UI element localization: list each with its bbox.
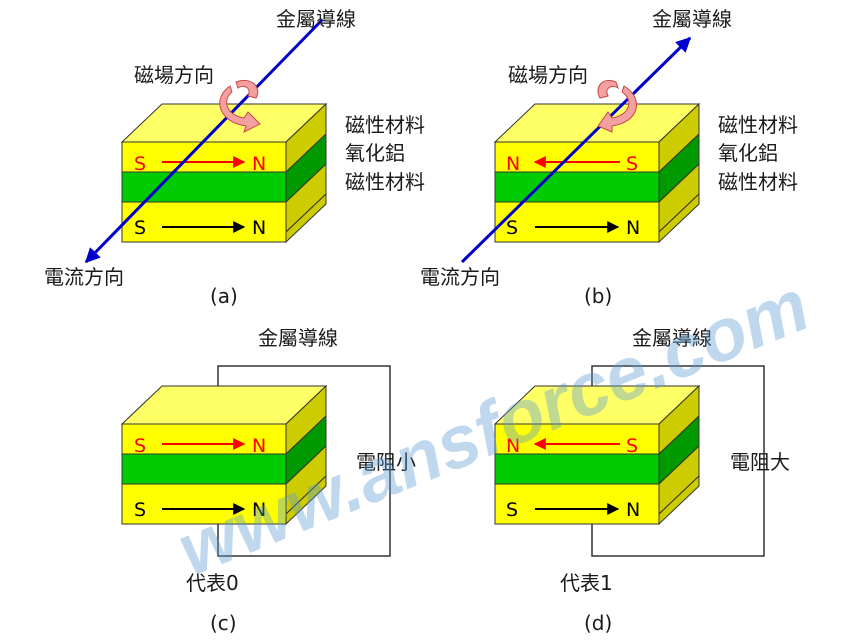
panel-c: S N S N 金屬導線 電阻小 代表0 (c) [121, 326, 416, 635]
top-right-pole: S [626, 435, 638, 457]
top-right-pole: N [252, 153, 266, 175]
field-direction-label: 磁場方向 [508, 63, 588, 87]
current-direction-label: 電流方向 [420, 265, 500, 289]
metal-wire [460, 36, 692, 264]
represents-label: 代表1 [560, 571, 613, 595]
layer-label-bottom: 磁性材料 [345, 170, 425, 194]
bottom-left-pole: S [134, 217, 146, 239]
field-direction-label: 磁場方向 [134, 63, 214, 87]
layer-stack-block [121, 103, 327, 243]
layer-label-middle: 氧化鋁 [345, 141, 405, 165]
layer-stack-block [494, 103, 700, 243]
top-left-pole: S [134, 153, 146, 175]
circuit-wire [217, 365, 391, 557]
panel-b: N S S N 金屬導線 磁場方向 電流方向 磁性材料 氧化鋁 磁性材料 (b) [420, 7, 798, 308]
wire-label: 金屬導線 [632, 326, 712, 350]
top-right-pole: S [626, 153, 638, 175]
bottom-right-pole: N [252, 217, 266, 239]
magnetic-field-arrow [597, 80, 637, 133]
bottom-left-pole: S [506, 217, 518, 239]
represents-label: 代表0 [186, 571, 239, 595]
layer-label-top: 磁性材料 [345, 113, 425, 137]
top-left-pole: S [134, 435, 146, 457]
bottom-left-pole: S [506, 499, 518, 521]
current-direction-label: 電流方向 [44, 265, 124, 289]
magnetic-field-arrow [219, 80, 261, 133]
panel-caption: (a) [210, 284, 238, 308]
layer-label-top: 磁性材料 [718, 113, 798, 137]
bottom-right-pole: N [252, 499, 266, 521]
metal-wire [84, 18, 324, 264]
panel-caption: (b) [584, 284, 612, 308]
panel-d: N S S N 金屬導線 電阻大 代表1 (d) [494, 326, 790, 635]
resistance-label: 電阻大 [730, 450, 790, 474]
bottom-left-pole: S [134, 499, 146, 521]
top-right-pole: N [252, 435, 266, 457]
layer-label-middle: 氧化鋁 [718, 141, 778, 165]
panel-caption: (c) [210, 611, 237, 635]
wire-label: 金屬導線 [652, 7, 732, 31]
bottom-right-pole: N [626, 499, 640, 521]
wire-label: 金屬導線 [258, 326, 338, 350]
top-left-pole: N [506, 153, 520, 175]
circuit-wire [591, 365, 765, 557]
bottom-right-pole: N [626, 217, 640, 239]
wire-label: 金屬導線 [276, 7, 356, 31]
panel-a: S N S N 金屬導線 磁場方向 電流方向 磁性材料 氧化鋁 磁性材料 (a) [44, 7, 425, 308]
resistance-label: 電阻小 [356, 450, 416, 474]
panel-caption: (d) [584, 611, 612, 635]
layer-label-bottom: 磁性材料 [718, 170, 798, 194]
top-left-pole: N [506, 435, 520, 457]
